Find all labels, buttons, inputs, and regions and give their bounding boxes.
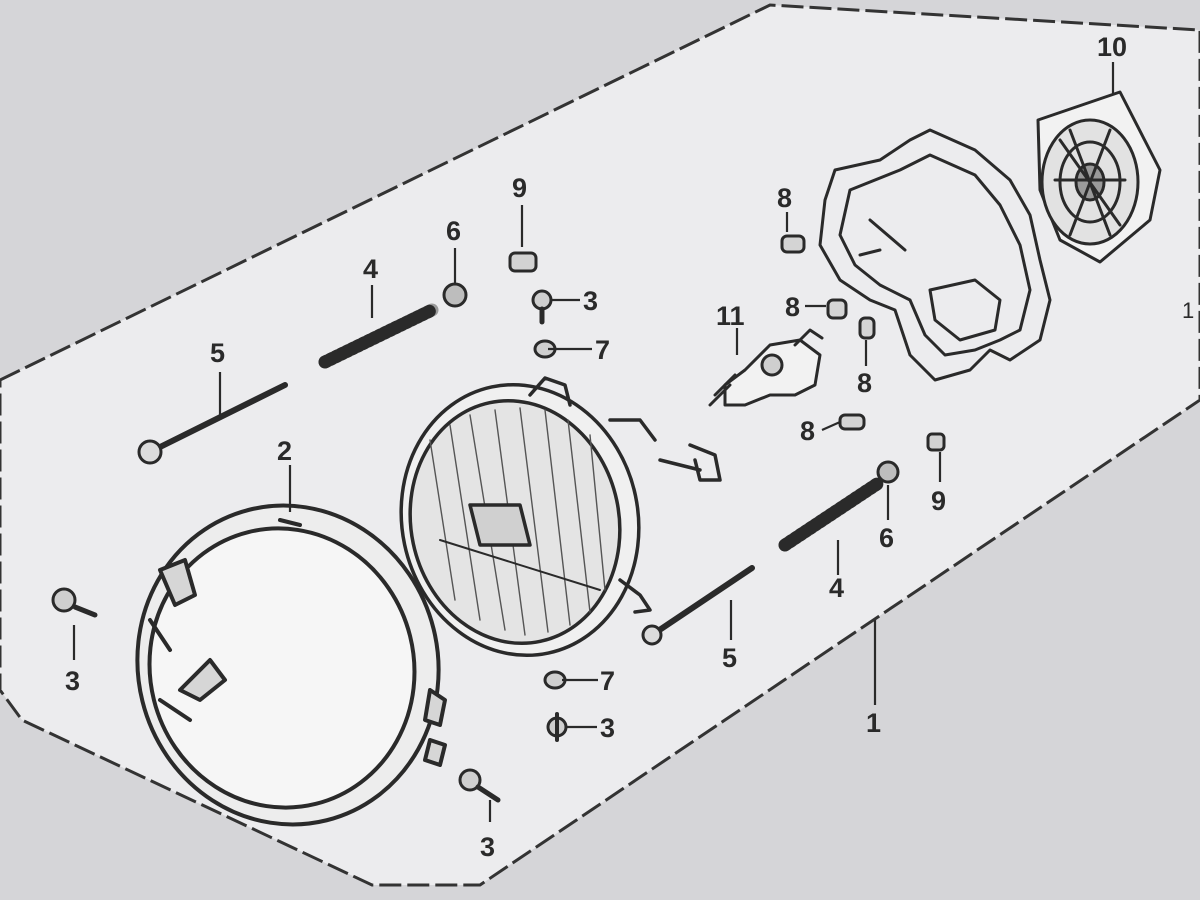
- screw-part-3-upper: [531, 289, 553, 325]
- clip-part-9-lower: [926, 432, 946, 452]
- callout-labels: 1 2 3 3 3 3 4 4 5 5 6 6 7 7 8 8 8 8 9 9 …: [65, 32, 1194, 862]
- screw-part-3-bottom: [458, 768, 501, 803]
- callout-3-upper: 3: [583, 286, 598, 316]
- nut-part-6-lower: [876, 460, 900, 484]
- callout-1-edge: 1: [1182, 298, 1194, 323]
- callout-8-a: 8: [777, 183, 792, 213]
- callout-8-c: 8: [857, 368, 872, 398]
- bulb-part-11: [708, 328, 824, 407]
- nut-part-6-upper: [442, 282, 468, 308]
- callout-3-lower: 3: [600, 713, 615, 743]
- adjusting-screw-part-5-left: [137, 382, 288, 465]
- callout-8-d: 8: [800, 416, 815, 446]
- clip-part-9-upper: [508, 251, 538, 273]
- callout-3-left: 3: [65, 666, 80, 696]
- callout-7-lower: 7: [600, 666, 615, 696]
- callout-10: 10: [1097, 32, 1127, 62]
- adjusting-screw-part-5-right: [641, 565, 755, 646]
- callout-9-upper: 9: [512, 173, 527, 203]
- screw-part-3-left: [51, 587, 98, 618]
- callout-3-bottom: 3: [480, 832, 495, 862]
- headlight-case-part-10: [1036, 90, 1162, 264]
- spring-part-4-right: [778, 477, 884, 552]
- callout-7-upper: 7: [595, 335, 610, 365]
- headlight-unit: [399, 376, 722, 658]
- spring-part-4-left: [318, 303, 439, 369]
- callout-4-left: 4: [363, 254, 378, 284]
- callout-9-lower: 9: [931, 486, 946, 516]
- callout-8-b: 8: [785, 292, 800, 322]
- headlight-rim-part-2: [135, 503, 447, 827]
- callout-6-upper: 6: [446, 216, 461, 246]
- headlight-bracket: [818, 128, 1052, 382]
- callout-6-lower: 6: [879, 523, 894, 553]
- callout-2: 2: [277, 436, 292, 466]
- callout-1: 1: [866, 708, 881, 738]
- callout-5-left: 5: [210, 338, 225, 368]
- clip-part-8-d: [838, 413, 866, 431]
- callout-4-right: 4: [829, 573, 844, 603]
- leader-lines: [72, 62, 1115, 822]
- callout-5-right: 5: [722, 643, 737, 673]
- callout-11: 11: [716, 301, 745, 331]
- clip-part-8-b: [826, 298, 848, 320]
- clip-part-8-c: [858, 316, 876, 340]
- clip-part-8-a: [780, 234, 806, 254]
